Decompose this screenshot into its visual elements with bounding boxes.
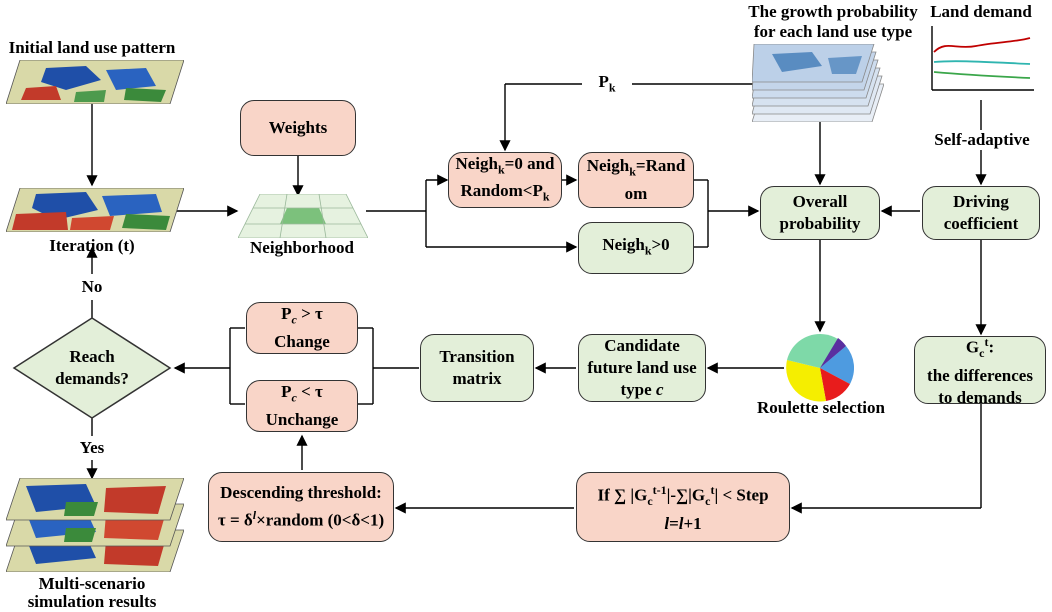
- reach-demands-text: Reach demands?: [55, 347, 129, 388]
- if-step-box: If ∑ |Gct-1|-∑|Gct| < Step l=l+1: [576, 472, 790, 542]
- neighborhood-grid-image: [238, 194, 368, 238]
- growth-probability-title-1: The growth probability: [748, 2, 918, 21]
- iteration-label: Iteration (t): [49, 236, 135, 255]
- neigh-zero-random-box: Neighk=0 and Random<Pk: [448, 152, 562, 208]
- growth-probability-title-2: for each land use type: [753, 22, 913, 41]
- weights-text: Weights: [268, 118, 328, 137]
- iteration-map-image: [6, 188, 184, 232]
- descending-threshold-box: Descending threshold: τ = δl×random (0<δ…: [208, 472, 394, 542]
- driving-coefficient-box: Driving coefficient: [922, 186, 1040, 240]
- self-adaptive-label: Self-adaptive: [916, 130, 1048, 150]
- reach-demands-diamond: [12, 317, 172, 419]
- multi-scenario-label-2: simulation results: [27, 592, 157, 611]
- weights-box: Weights: [240, 100, 356, 156]
- neigh-greater-zero-box: Neighk>0: [578, 222, 694, 274]
- initial-land-use-label: Initial land use pattern: [8, 38, 176, 57]
- land-demand-chart-image: [931, 26, 1034, 91]
- transition-matrix-box: Transition matrix: [420, 334, 534, 402]
- pk-label: Pk: [582, 72, 632, 96]
- neighborhood-label: Neighborhood: [250, 238, 354, 257]
- growth-probability-stack-image: [752, 44, 884, 122]
- overall-probability-box: Overall probability: [760, 186, 880, 240]
- neigh-random-box: Neighk=Rand om: [578, 152, 694, 208]
- differences-to-demands-box: Gct: the differences to demands: [914, 335, 1046, 407]
- no-label: No: [81, 277, 103, 296]
- candidate-future-land-use-box: Candidate future land use type c: [578, 334, 706, 402]
- yes-label: Yes: [79, 438, 105, 457]
- unchange-box: Pc < τ Unchange: [246, 380, 358, 432]
- roulette-selection-label: Roulette selection: [757, 398, 885, 417]
- initial-land-use-map-image: [6, 60, 184, 104]
- multi-scenario-maps-image: [6, 478, 184, 572]
- change-box: Pc > τ Change: [246, 302, 358, 354]
- land-demand-label: Land demand: [930, 2, 1032, 21]
- multi-scenario-label-1: Multi-scenario: [38, 574, 146, 593]
- roulette-pie-image: [786, 334, 854, 402]
